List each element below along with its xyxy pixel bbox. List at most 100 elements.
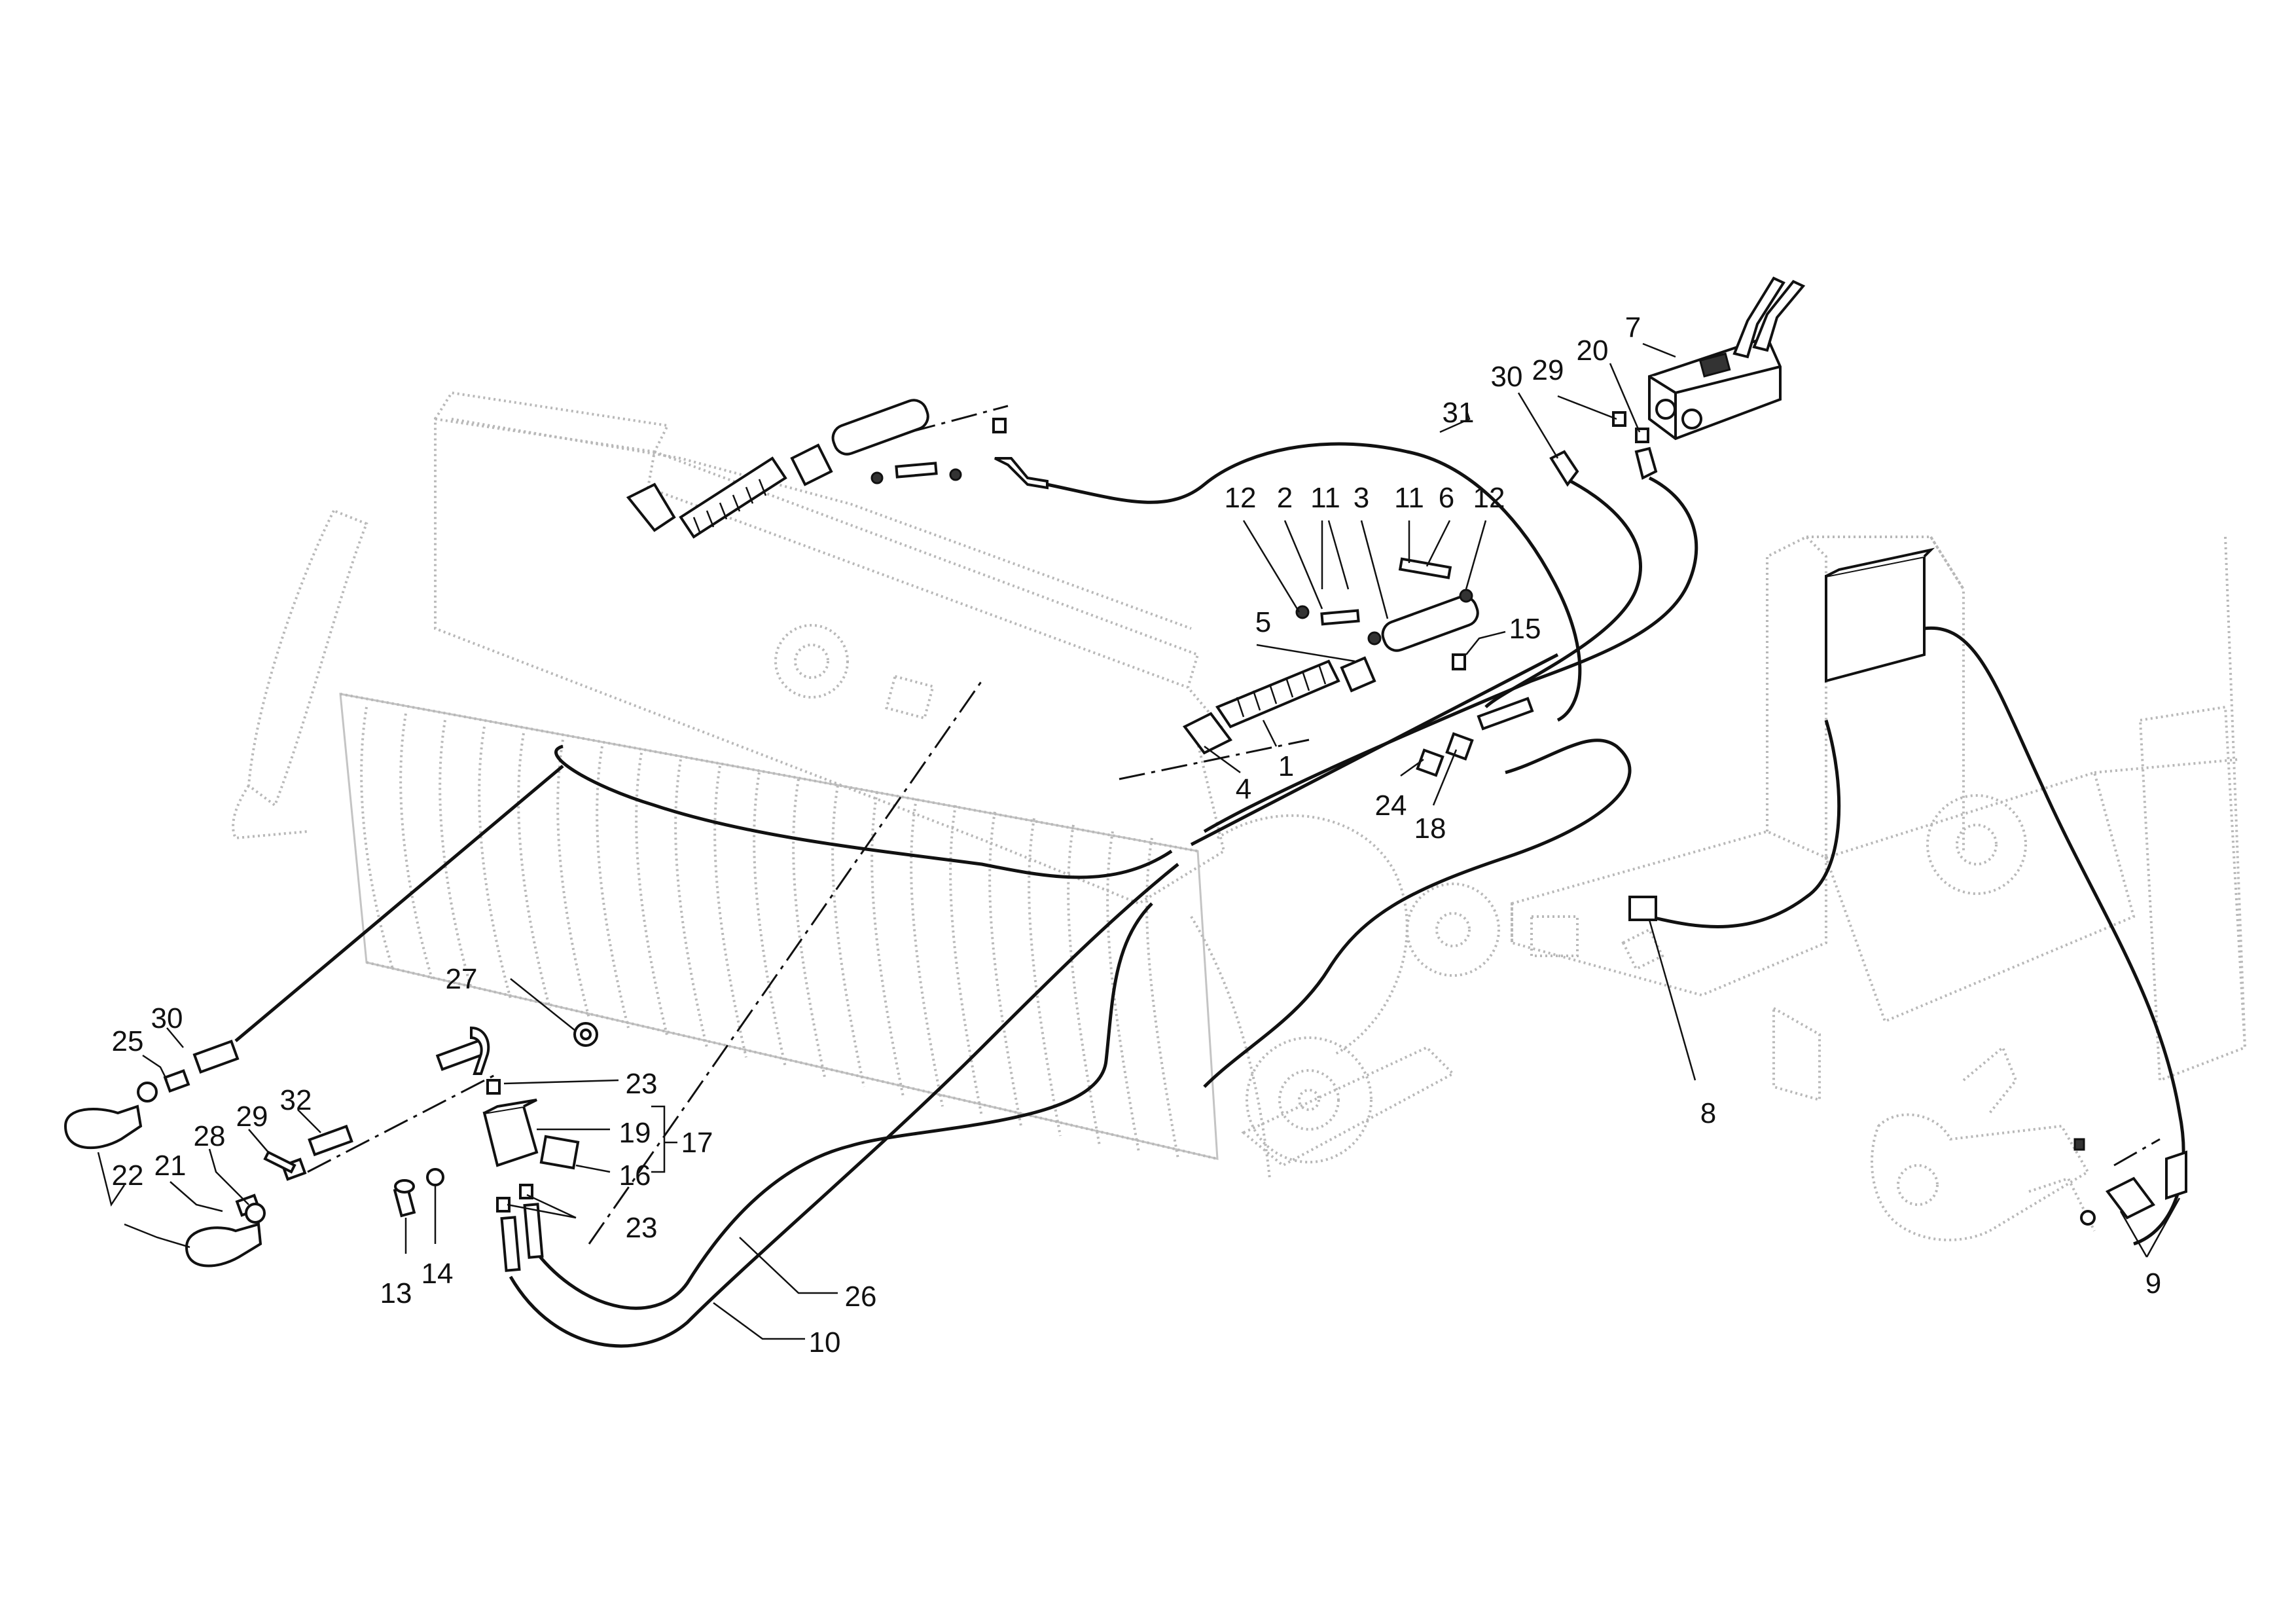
hose-29-upper [1203,476,1698,833]
callout-14: 14 [422,1258,454,1290]
callout-labels: 7 20 29 30 31 12 2 11 3 11 6 12 5 15 4 1… [112,312,2162,1359]
fitting-23-b [519,1184,533,1199]
spring-left [679,456,787,539]
callout-26: 26 [845,1281,877,1313]
washer-27 [573,1022,598,1047]
pin-6 [1398,557,1452,579]
machine-frame-ghost [232,391,1500,1179]
callout-3: 3 [1354,482,1369,514]
valve-lever-1 [1732,276,1785,359]
callout-31: 31 [1443,397,1475,429]
callout-21: 21 [154,1150,187,1182]
callout-2: 2 [1277,482,1293,514]
coupler-30 [192,1040,240,1074]
dust-cap-22b [185,1222,262,1267]
hose-31 [1040,442,1582,722]
callout-12-left: 12 [1225,482,1257,514]
leader-lines [97,342,2181,1340]
fitting-20 [1635,428,1649,443]
callout-5: 5 [1255,606,1271,638]
washer-14 [426,1168,444,1186]
cylinder-assembly-right [1182,557,1479,755]
fitting-15 [1452,653,1466,670]
callout-27: 27 [446,963,478,995]
mount-plate-left [626,483,676,532]
hydraulic-lines [234,442,2185,1348]
spring-1 [1215,659,1340,729]
callout-29-lower: 29 [236,1101,268,1133]
sensor-16 [539,1135,580,1170]
bracket-left [790,443,833,486]
callout-10: 10 [809,1326,841,1359]
control-valve-7 [1549,276,1806,487]
callout-20: 20 [1577,335,1609,367]
cable-8 [1649,720,1841,928]
fitting-24 [1416,748,1444,777]
callout-13: 13 [380,1277,412,1309]
coupler-32 [308,1124,353,1157]
valve-block-17 [435,1026,580,1272]
control-box [1825,547,1935,683]
pin-left [895,462,938,479]
coupling-18-24 [1416,697,1534,777]
sensor-9 [2073,1138,2187,1226]
callout-1: 1 [1278,750,1294,782]
fitting-18 [1445,732,1474,761]
cylinder-3 [1381,595,1479,652]
hose-end-left [500,1216,521,1272]
hose-pickup-loop [554,744,1173,879]
cylinder-left [831,399,929,456]
adapter-25 [163,1068,190,1093]
hose-10 [509,863,1179,1348]
callout-7: 7 [1625,312,1641,344]
callout-25: 25 [112,1025,144,1057]
callout-8: 8 [1700,1097,1716,1129]
hose-end-right [523,1203,544,1259]
callout-4: 4 [1236,773,1251,805]
callout-11-left: 11 [1310,482,1340,514]
callout-22: 22 [112,1159,144,1192]
callout-12-right: 12 [1473,482,1505,514]
hose-26 [528,902,1153,1310]
bolt-13 [393,1179,416,1218]
callout-6: 6 [1439,482,1454,514]
pickup-tines-ghost [360,706,1179,1159]
elbow-29-upper [1634,447,1658,480]
callout-18: 18 [1414,812,1446,845]
quick-couplers-left [63,1040,353,1267]
cylinder-assembly-left [626,399,1049,539]
callout-23-bottom: 23 [626,1212,658,1244]
bracket-5 [1340,656,1376,693]
valve-lever-2 [1752,280,1806,352]
assembly-centerlines [307,405,2161,1245]
callout-11-right: 11 [1394,482,1424,514]
callout-9: 9 [2145,1267,2161,1300]
seal-21a [137,1082,158,1103]
mount-plate-4 [1182,712,1233,755]
seal-21b [245,1203,266,1224]
callout-23-top: 23 [626,1068,658,1100]
callout-30-upper: 30 [1491,361,1523,393]
callout-28: 28 [194,1120,226,1152]
callout-32: 32 [280,1084,312,1116]
fitting-23-top [486,1079,501,1095]
cable-9 [1924,626,2185,1246]
hose-left-couplers [234,765,564,1042]
hose-cylinder-to-coupling [1190,653,1559,847]
callout-24: 24 [1375,790,1407,822]
block-19 [482,1104,539,1167]
callout-29-upper: 29 [1532,354,1564,386]
callout-30-lower: 30 [151,1002,183,1034]
hose-18-loop [1203,739,1632,1088]
elbow-30-upper [1549,450,1579,487]
callout-17: 17 [681,1127,713,1159]
elbow-left [994,457,1049,490]
connector-8 [1628,896,1657,921]
dust-cap-22a [63,1104,143,1150]
hose-30-upper [1484,476,1642,708]
callout-16: 16 [619,1159,651,1192]
callout-15: 15 [1509,613,1541,645]
pin-2 [1320,609,1360,626]
callout-19: 19 [619,1117,651,1149]
